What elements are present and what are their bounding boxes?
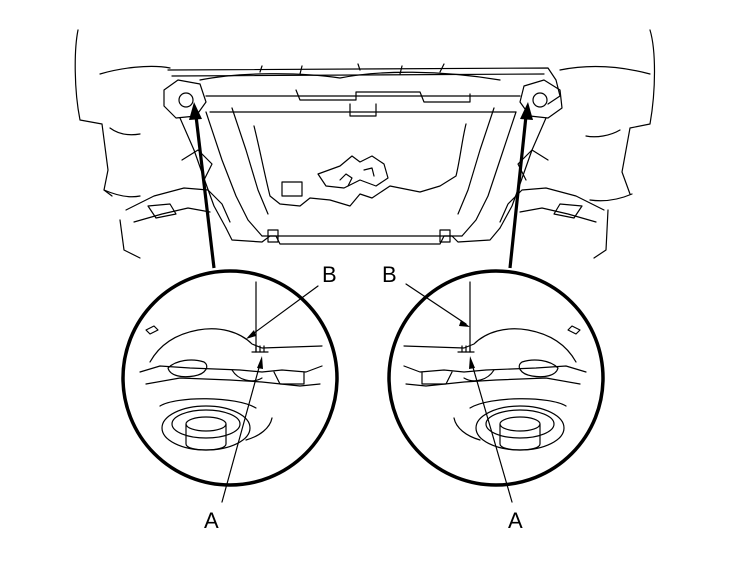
left-label-leaders (221, 285, 319, 503)
right-detail-circle (387, 269, 605, 487)
right-callout-arrow (508, 102, 533, 269)
vehicle-underbody-illustration (74, 29, 656, 259)
left-detail-view (121, 269, 339, 487)
left-label-b: B (322, 262, 337, 287)
left-label-a: A (204, 508, 219, 533)
left-detail-circle (121, 269, 339, 487)
right-label-leaders (405, 283, 513, 503)
right-label-a: A (508, 508, 523, 533)
left-callout-arrow (189, 102, 216, 269)
right-label-b: B (382, 262, 397, 287)
right-detail-view (387, 269, 605, 487)
